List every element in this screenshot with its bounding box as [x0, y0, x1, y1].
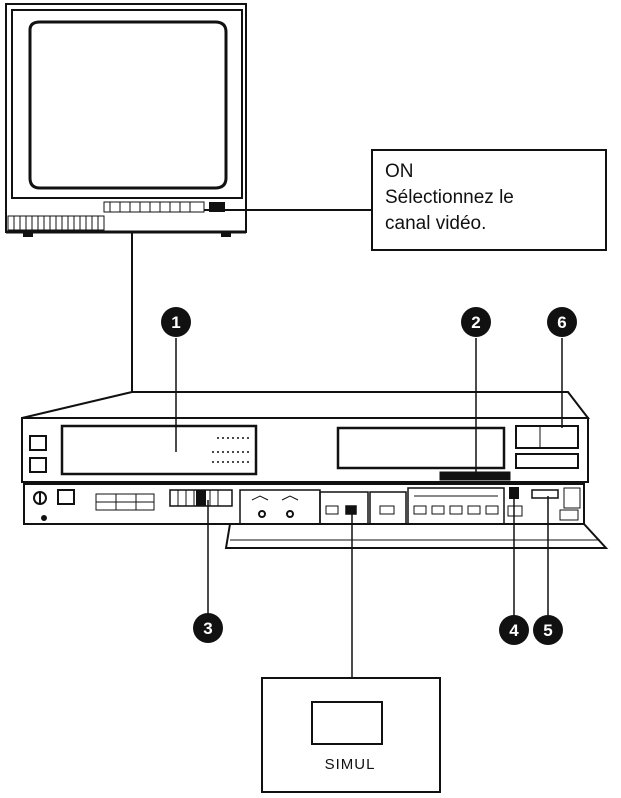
svg-text:3: 3 — [203, 619, 212, 638]
svg-text:6: 6 — [557, 313, 566, 332]
display-window — [60, 424, 258, 476]
callout-line-channel: canal vidéo. — [385, 213, 487, 234]
marker-1: 1 — [161, 307, 191, 337]
marker-4: 4 — [499, 615, 529, 645]
callout-line-select: Sélectionnez le — [385, 187, 514, 208]
marker-3: 3 — [193, 613, 223, 643]
power-button — [29, 435, 47, 451]
svg-text:1: 1 — [171, 313, 180, 332]
svg-text:5: 5 — [543, 621, 552, 640]
tv-control-strip — [103, 201, 205, 213]
tv-set — [5, 3, 247, 237]
button-5 — [531, 489, 559, 499]
cassette-slot — [336, 426, 506, 470]
front-flap — [224, 523, 609, 549]
simul-label: SIMUL — [324, 756, 376, 773]
button-4 — [509, 487, 519, 499]
callout-box — [371, 149, 607, 251]
svg-text:2: 2 — [471, 313, 480, 332]
vcr-unit — [21, 391, 609, 549]
marker-5: 5 — [533, 615, 563, 645]
leader-lines — [175, 338, 563, 678]
right-display — [515, 425, 579, 449]
tv-screen — [28, 20, 228, 190]
marker-2: 2 — [461, 307, 491, 337]
marker-6: 6 — [547, 307, 577, 337]
simul-button — [345, 505, 357, 515]
callout-line-on: ON — [385, 161, 414, 182]
svg-text:4: 4 — [509, 621, 519, 640]
eject-button — [29, 457, 47, 473]
simul-button-illustration — [311, 701, 383, 745]
